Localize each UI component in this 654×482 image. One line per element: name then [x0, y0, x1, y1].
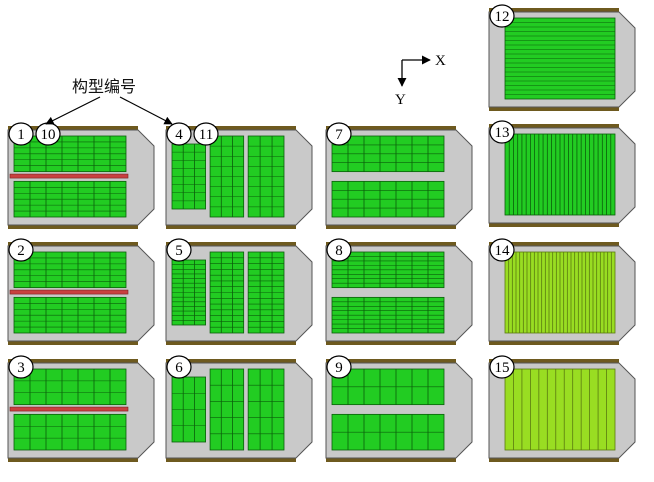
- panel-number-9-circle: [326, 355, 352, 379]
- panel-5: 5: [165, 238, 313, 345]
- annotation-arrow-left: [45, 96, 101, 125]
- top-rail: [166, 126, 296, 130]
- separator-bar: [9, 289, 129, 295]
- panel-number-4-circle: [166, 122, 192, 146]
- panel-number-9: 9: [335, 360, 343, 376]
- bottom-rail: [489, 107, 619, 111]
- panel-number-3-circle: [8, 355, 34, 379]
- configuration-number-label: 构型编号: [72, 77, 136, 96]
- panel-number-2-circle: [8, 238, 34, 262]
- panel-14: 14: [488, 238, 636, 345]
- panel-number-5-circle: [166, 238, 192, 262]
- panel-number-4: 4: [175, 127, 183, 143]
- bottom-rail: [8, 341, 138, 345]
- bottom-rail: [166, 225, 296, 229]
- panel-number-12-circle: [489, 4, 515, 28]
- panel-number-11: 11: [199, 127, 213, 143]
- x-axis-label: X: [435, 53, 446, 69]
- panel-number-6-circle: [166, 355, 192, 379]
- panel-number-8: 8: [335, 243, 343, 259]
- panel-number-6: 6: [175, 360, 183, 376]
- panel-9: 9: [325, 355, 473, 462]
- y-axis-label: Y: [395, 92, 406, 108]
- module-block: [13, 368, 127, 406]
- bottom-rail: [326, 341, 456, 345]
- bottom-rail: [489, 223, 619, 227]
- separator-bar: [9, 173, 129, 179]
- top-rail: [8, 359, 138, 363]
- panel-8: 8: [325, 238, 473, 345]
- top-rail: [489, 359, 619, 363]
- bottom-rail: [8, 458, 138, 462]
- panel-7: 7: [325, 122, 473, 229]
- panel-12: 12: [488, 4, 636, 111]
- module-block: [504, 368, 616, 451]
- panel-number-14-circle: [489, 238, 515, 262]
- panel-number-5: 5: [175, 243, 183, 259]
- panel-number-11-circle: [193, 122, 219, 146]
- coordinate-axes: X Y: [395, 53, 446, 108]
- panel-number-7-circle: [326, 122, 352, 146]
- bottom-rail: [166, 458, 296, 462]
- panel-1: 1 10: [7, 122, 155, 229]
- panel-number-13: 13: [495, 125, 510, 141]
- panel-2: 2: [7, 238, 155, 345]
- panel-13: 13: [488, 120, 636, 227]
- module-block: [13, 413, 127, 451]
- panel-number-8-circle: [326, 238, 352, 262]
- panel-4: 4 11: [165, 122, 313, 229]
- panel-3: 3: [7, 355, 155, 462]
- panel-number-15: 15: [495, 360, 510, 376]
- top-rail: [166, 242, 296, 246]
- top-rail: [489, 124, 619, 128]
- top-rail: [489, 242, 619, 246]
- top-rail: [326, 359, 456, 363]
- panel-number-12: 12: [495, 9, 510, 25]
- bottom-rail: [326, 458, 456, 462]
- module-block: [209, 368, 245, 451]
- bottom-rail: [489, 341, 619, 345]
- bottom-rail: [489, 458, 619, 462]
- bottom-rail: [326, 225, 456, 229]
- panel-number-1: 1: [17, 127, 25, 143]
- separator-bar: [9, 406, 129, 412]
- top-rail: [489, 8, 619, 12]
- panel-number-13-circle: [489, 120, 515, 144]
- top-rail: [8, 242, 138, 246]
- panel-number-10: 10: [41, 127, 56, 143]
- panel-15: 15: [488, 355, 636, 462]
- panel-number-1-circle: [8, 122, 34, 146]
- panel-6: 6: [165, 355, 313, 462]
- panel-number-3: 3: [17, 360, 25, 376]
- top-rail: [166, 359, 296, 363]
- bottom-rail: [166, 341, 296, 345]
- panel-number-2: 2: [17, 243, 25, 259]
- module-block: [247, 368, 285, 451]
- panels-layer: 1 10 2 3 4 11 5 6 7 8 9 12 13 14 15: [7, 4, 636, 462]
- top-rail: [326, 126, 456, 130]
- top-rail: [8, 126, 138, 130]
- annotation-arrow-right: [119, 96, 173, 125]
- bottom-rail: [8, 225, 138, 229]
- top-rail: [326, 242, 456, 246]
- panel-number-15-circle: [489, 355, 515, 379]
- panel-number-14: 14: [495, 243, 511, 259]
- panel-number-7: 7: [335, 127, 343, 143]
- configuration-number-annotation: 构型编号: [45, 77, 173, 125]
